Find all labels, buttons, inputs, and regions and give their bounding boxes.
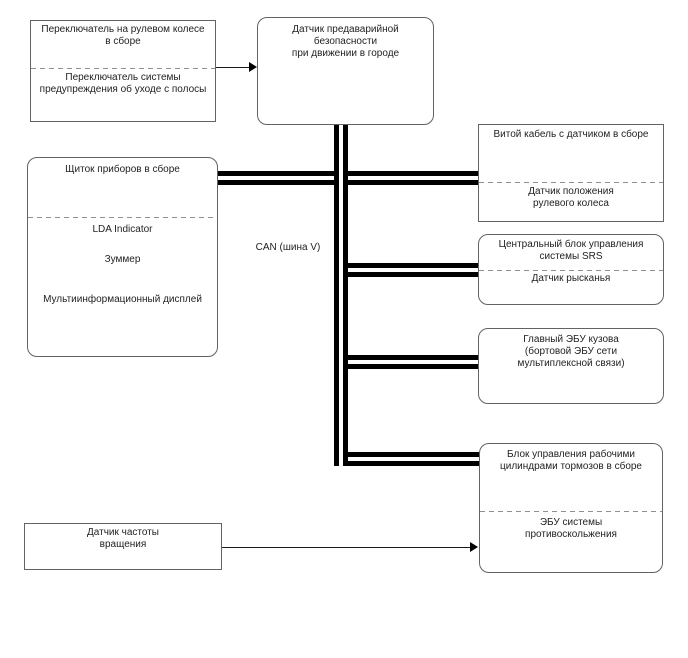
brake-actuator-title: Блок управления рабочими цилиндрами торм… — [500, 449, 642, 472]
srs-ecu-title: Центральный блок управления системы SRS — [498, 239, 644, 262]
dashed-divider — [479, 270, 663, 271]
body-ecu-title: Главный ЭБУ кузова (бортовой ЭБУ сети му… — [517, 334, 625, 369]
body-ecu-box: Главный ЭБУ кузова (бортовой ЭБУ сети му… — [478, 328, 664, 404]
steering-switch-box: Переключатель на рулевом колесе в сборе … — [30, 20, 216, 122]
precrash-sensor-box: Датчик предаварийной безопасности при дв… — [257, 17, 434, 125]
spiral-cable-title: Витой кабель с датчиком в сборе — [493, 129, 649, 140]
cluster-item-multi-info-display: Мультиинформационный дисплей — [43, 294, 202, 305]
brake-actuator-box: Блок управления рабочими цилиндрами торм… — [479, 443, 663, 573]
dashed-divider — [31, 68, 215, 69]
cluster-item-lda-indicator: LDA Indicator — [92, 224, 153, 235]
dashed-divider — [480, 511, 662, 512]
precrash-sensor-title: Датчик предаварийной безопасности при дв… — [291, 24, 400, 59]
instrument-cluster-box: Щиток приборов в сборе LDA Indicator Зум… — [27, 157, 218, 357]
dashed-divider — [479, 182, 663, 183]
arrowhead-right-icon — [249, 62, 257, 72]
steering-switch-title: Переключатель на рулевом колесе в сборе — [41, 24, 205, 47]
instrument-cluster-title: Щиток приборов в сборе — [65, 164, 180, 175]
speed-sensor-title: Датчик частоты вращения — [87, 527, 159, 550]
can-branch-brake-actuator — [334, 452, 479, 466]
skid-control-ecu-label: ЭБУ системы противоскольжения — [525, 517, 617, 540]
speed-sensor-box: Датчик частоты вращения — [24, 523, 222, 570]
dashed-divider — [28, 217, 217, 218]
can-branch-srs-ecu — [334, 263, 478, 277]
can-bus-label: CAN (шина V) — [255, 242, 321, 253]
spiral-cable-box: Витой кабель с датчиком в сборе Датчик п… — [478, 124, 664, 222]
yaw-rate-sensor-label: Датчик рысканья — [531, 273, 611, 284]
can-trunk-line — [334, 125, 348, 466]
steering-switch-sub-label: Переключатель системы предупреждения об … — [39, 72, 207, 95]
cluster-item-buzzer: Зуммер — [104, 254, 141, 265]
can-branch-cluster-to-spiral-cable — [218, 171, 478, 185]
steering-angle-sensor-label: Датчик положения рулевого колеса — [528, 186, 614, 209]
can-branch-body-ecu — [334, 355, 478, 369]
arrowhead-right-icon — [470, 542, 478, 552]
arrow-line-speed-sensor-to-brake — [222, 547, 471, 548]
arrow-line-switch-to-precrash — [216, 67, 250, 68]
srs-ecu-box: Центральный блок управления системы SRS … — [478, 234, 664, 305]
